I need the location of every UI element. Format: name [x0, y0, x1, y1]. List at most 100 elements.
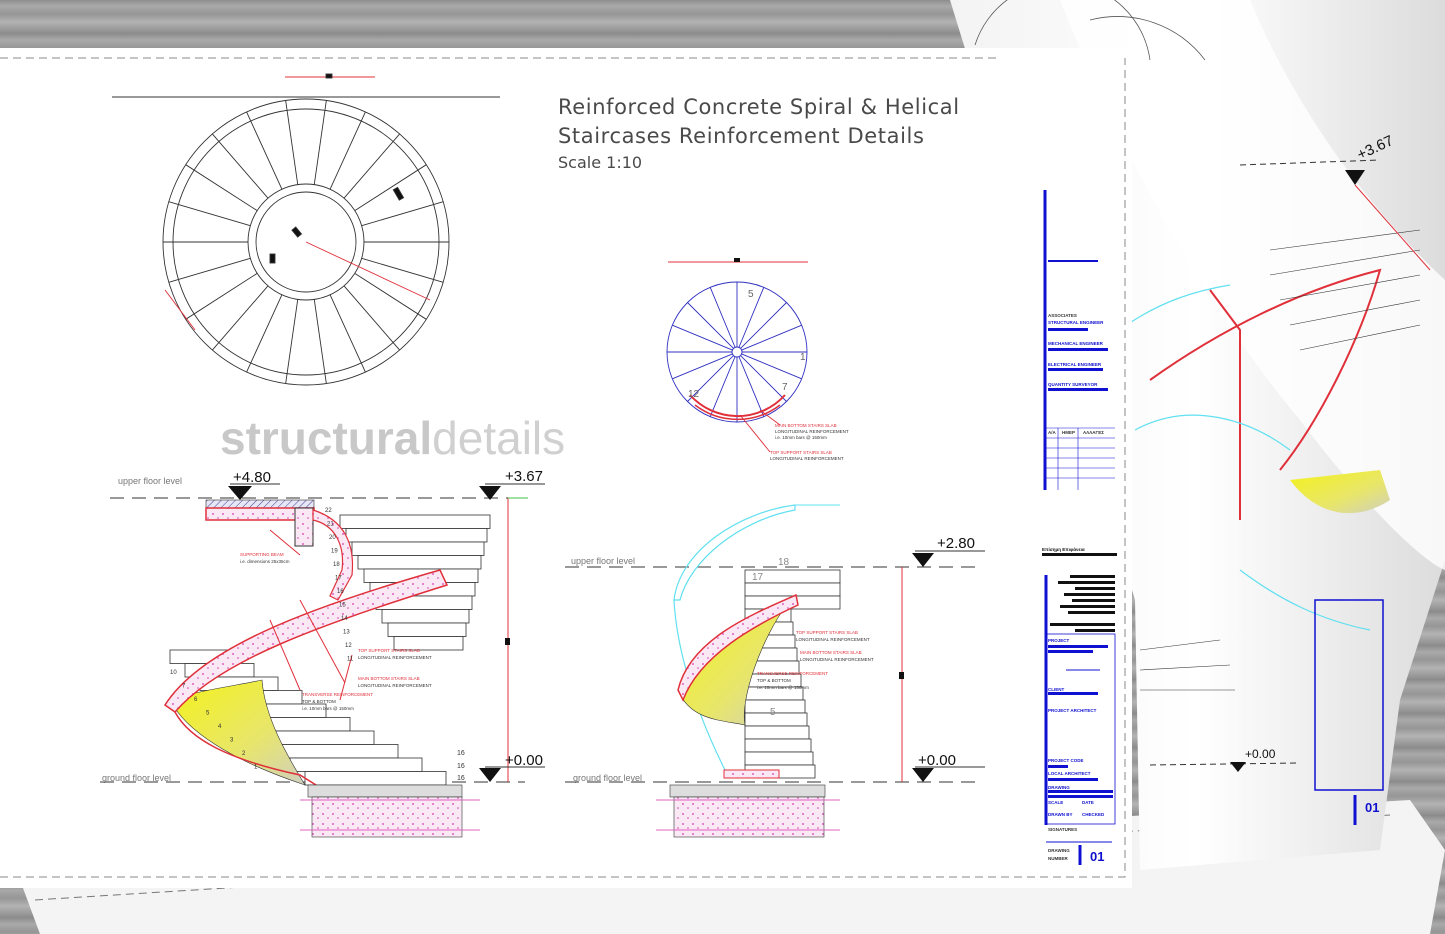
tread-line: [354, 164, 427, 212]
stair-step: [357, 555, 482, 570]
tread-line: [185, 164, 258, 212]
plan-number: 7: [782, 382, 788, 393]
tread-line: [709, 356, 736, 417]
annotation-text: TRANSVERSE REINFORCEMENT: [757, 671, 828, 676]
tread-line: [738, 287, 765, 348]
tread-line: [740, 302, 787, 349]
step-number: 14: [341, 616, 348, 622]
tread-line: [672, 324, 733, 351]
annotation-text: i.e. 10mm bars @ 150mm: [775, 435, 827, 440]
tb-drawing-number-label: NUMBER: [1048, 856, 1068, 861]
tb-col-a: A/A: [1048, 430, 1057, 435]
tb-scale: SCALE: [1048, 800, 1063, 805]
tb-project-code: PROJECT CODE: [1048, 758, 1084, 763]
step-number: 7: [182, 684, 186, 690]
step-number: 17: [335, 576, 342, 582]
tread-line: [313, 299, 327, 384]
step-number: 15: [339, 603, 346, 609]
tb-associates: ASSOCIATES: [1048, 313, 1077, 318]
upper-floor-level-label: upper floor level: [571, 556, 635, 566]
stair-step: [381, 609, 470, 624]
step-number: 6: [194, 697, 198, 703]
curled-title-block: 01: [1314, 599, 1384, 825]
annotation-text: i.e. dimensions 25x35cm: [240, 559, 290, 564]
ground-floor-level-label: ground floor level: [102, 773, 171, 783]
curled-drawing-number: 01: [1365, 800, 1379, 815]
tread-line: [687, 355, 734, 402]
spiral-plan-small: 5 1 12 7: [666, 258, 808, 453]
stair-step: [744, 582, 841, 597]
plan-number: 5: [748, 289, 754, 300]
tread-line: [741, 353, 802, 380]
step-number: 13: [343, 630, 350, 636]
stair-step: [393, 636, 464, 651]
annotation-text: LONGITUDINAL REINFORCEMENT: [358, 655, 432, 660]
tb-company: Επίσημη Επιφάνεια: [1042, 547, 1085, 552]
stair-step: [345, 528, 488, 543]
stair-step: [744, 712, 808, 727]
stair-step: [289, 757, 423, 772]
step-number: 22: [325, 508, 332, 514]
watermark-light: details: [432, 412, 565, 464]
step-number: 11: [347, 657, 354, 663]
elevation-left: upper floor level ground floor level +4.…: [100, 468, 545, 838]
tb-drawing: DRAWING: [1048, 785, 1070, 790]
drawing-title-line-2: Staircases Reinforcement Details: [558, 124, 925, 148]
annotation-text: TOP & BOTTOM: [757, 678, 791, 683]
tb-project: PROJECT: [1048, 638, 1070, 643]
stair-step: [387, 622, 467, 637]
annotation-text: TRANSVERSE REINFORCEMENT: [302, 692, 373, 697]
tread-line: [168, 201, 251, 227]
tread-line: [329, 111, 366, 190]
step-number: 18: [333, 562, 340, 568]
stair-step: [274, 744, 399, 759]
annotation-text: TOP & BOTTOM: [302, 699, 336, 704]
tread-line: [212, 285, 269, 351]
stair-step: [744, 751, 814, 766]
tb-client: CLIENT: [1048, 687, 1065, 692]
annotation-text: TOP SUPPORT STAIRS SLAB: [770, 450, 832, 455]
tread-line: [709, 287, 736, 348]
tb-drawn-by: DRAWN BY: [1048, 812, 1073, 817]
tb-quantity-surveyor: QUANTITY SURVEYOR: [1048, 382, 1098, 387]
tread-line: [343, 133, 400, 199]
level-upper-mid: +2.80: [937, 535, 975, 552]
step-number: 10: [170, 670, 177, 676]
riser-dimension: 16: [457, 775, 465, 782]
level-curled-ground: +0.00: [1245, 747, 1276, 761]
tread-line: [285, 299, 299, 384]
step-number: 16: [337, 589, 344, 595]
tread-line: [246, 111, 283, 190]
tread-line: [168, 257, 251, 283]
annotation-text: MAIN BOTTOM STAIRS SLAB: [775, 423, 837, 428]
annotation-text: SUPPORTING BEAM: [240, 552, 284, 557]
step-number: 5: [206, 711, 210, 717]
tread-line: [343, 285, 400, 351]
watermark-bold: structural: [220, 412, 432, 464]
level-ground-left: +0.00: [505, 752, 543, 769]
annotation-text: MAIN BOTTOM STAIRS SLAB: [800, 650, 862, 655]
tb-structural-engineer: STRUCTURAL ENGINEER: [1048, 320, 1104, 325]
step-number: 19: [331, 549, 338, 555]
annotation-text: TOP SUPPORT STAIRS SLAB: [796, 630, 858, 635]
tread-line: [361, 257, 444, 283]
step-number: 17: [752, 572, 764, 583]
step-number: 12: [345, 643, 352, 649]
stair-step: [351, 541, 485, 556]
tread-line: [672, 353, 733, 380]
stair-step: [339, 514, 491, 529]
upper-floor-level-label: upper floor level: [118, 476, 182, 486]
tb-signatures: SIGNATURES: [1048, 827, 1077, 832]
tb-date: DATE: [1082, 800, 1094, 805]
tb-drawing-number: 01: [1090, 849, 1104, 864]
plan-number: 12: [688, 389, 700, 400]
tread-line: [313, 100, 327, 185]
tread-line: [329, 294, 366, 373]
step-number: 21: [327, 522, 334, 528]
tb-col-c: ΑΛΛΑΓΕΣ: [1083, 430, 1104, 435]
step-number: 5: [770, 707, 776, 718]
tread-line: [738, 356, 765, 417]
annotation-text: i.e. 10mm bars @ 150mm: [757, 685, 809, 690]
tb-project-architect: PROJECT ARCHITECT: [1048, 708, 1097, 713]
